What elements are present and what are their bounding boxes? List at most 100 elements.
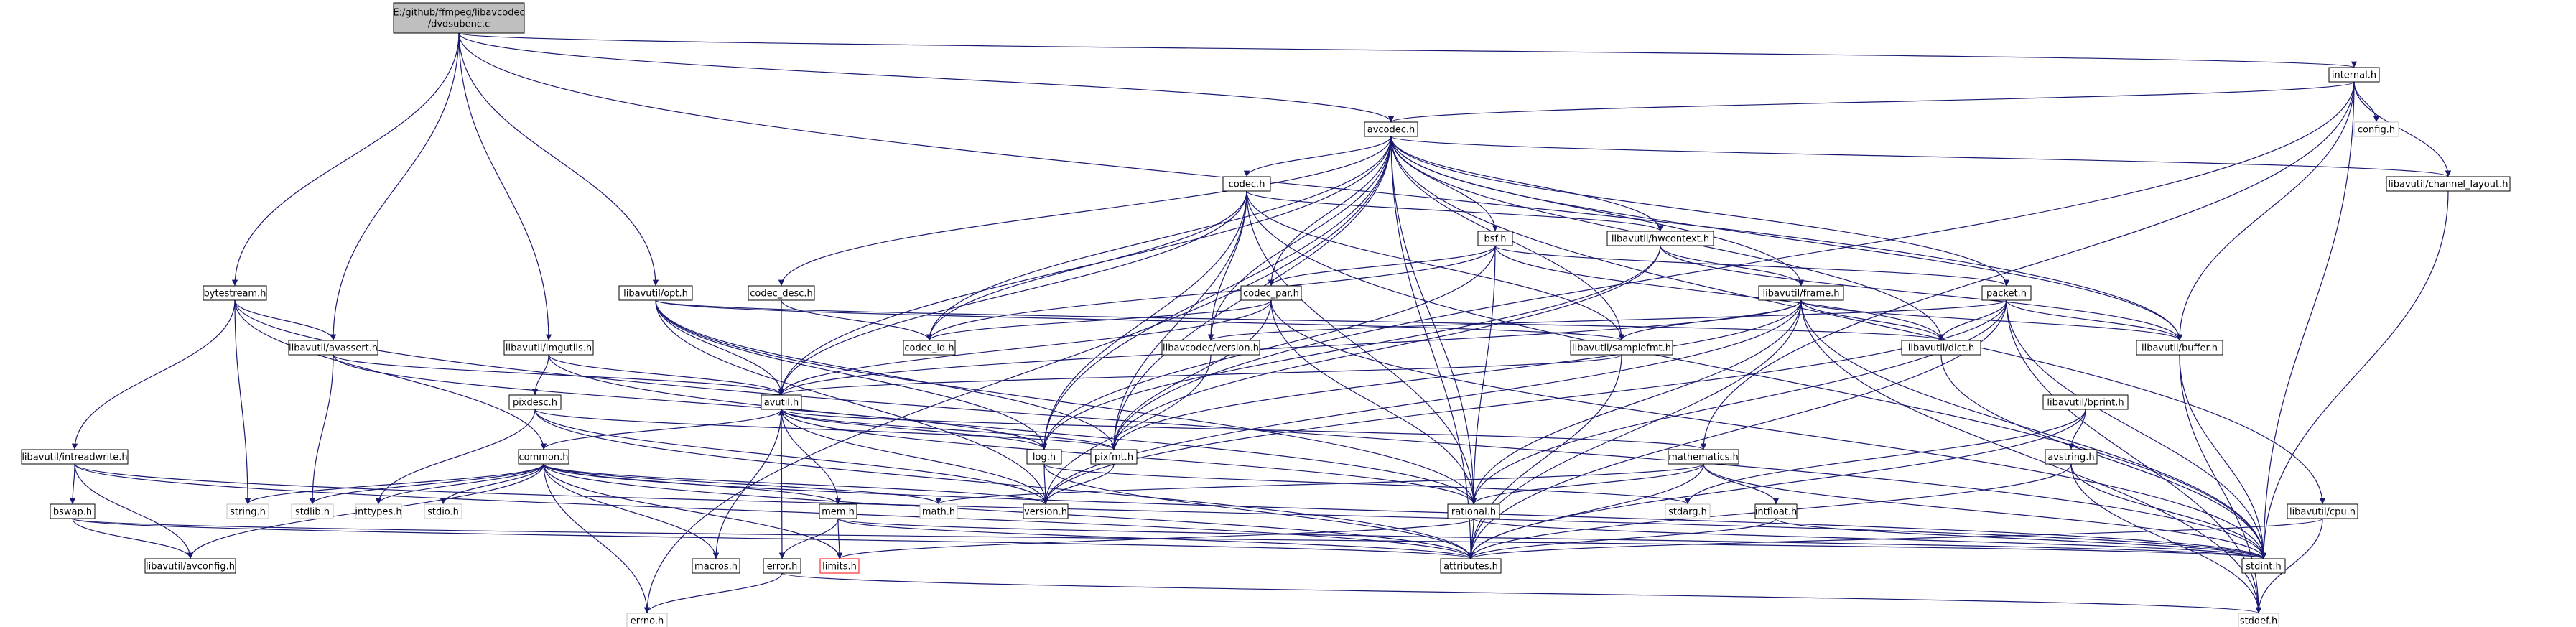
node-label: stdio.h (427, 507, 459, 518)
node-label: libavutil/buffer.h (2142, 343, 2218, 354)
node-box (748, 285, 815, 301)
edge-avcodec-to-lavc_version (1207, 136, 1392, 341)
edge-avstring-to-stdint (2070, 463, 2267, 559)
node-pixfmt[interactable]: pixfmt.h (1090, 449, 1138, 465)
node-box (508, 394, 562, 410)
node-box (1161, 340, 1260, 356)
node-bprint[interactable]: libavutil/bprint.h (2042, 394, 2129, 410)
edge-imgutils-to-rational (548, 354, 1477, 505)
edge-common-to-stdint (543, 463, 2266, 559)
node-box (1665, 503, 1711, 519)
node-label: libavutil/avconfig.h (146, 562, 235, 572)
node-mem[interactable]: mem.h (819, 503, 857, 519)
edge-cpu-to-attributes (1468, 518, 2323, 559)
node-dict[interactable]: libavutil/dict.h (1901, 340, 1981, 356)
node-avassert[interactable]: libavutil/avassert.h (288, 340, 378, 356)
node-label: codec_par.h (1243, 289, 1299, 299)
node-avconfig[interactable]: libavutil/avconfig.h (144, 558, 236, 574)
node-label: libavcodec/version.h (1163, 343, 1259, 354)
edge-codec-to-lavc_version (1207, 190, 1247, 341)
node-macros[interactable]: macros.h (692, 558, 740, 574)
edge-avcodec-to-codec (1243, 136, 1392, 177)
node-label: packet.h (1986, 289, 2027, 299)
node-packet[interactable]: packet.h (1981, 285, 2032, 301)
edge-internal-to-pixfmt (1110, 81, 2355, 450)
node-log[interactable]: log.h (1026, 449, 1062, 465)
node-config: config.h (2353, 121, 2399, 137)
node-opt[interactable]: libavutil/opt.h (618, 285, 693, 301)
node-label: libavutil/samplefmt.h (1572, 343, 1671, 354)
node-codec_par[interactable]: codec_par.h (1240, 285, 1302, 301)
node-version[interactable]: version.h (1023, 503, 1069, 519)
edge-hwcontext-to-log (1041, 245, 1661, 450)
node-box (819, 558, 860, 574)
edge-avcodec-to-codec_par (1268, 136, 1392, 287)
node-frame[interactable]: libavutil/frame.h (1758, 285, 1844, 301)
edge-pixdesc-to-pixfmt (534, 409, 1117, 450)
node-errno: errno.h (626, 613, 668, 627)
edge-avcodec-to-attributes (1390, 136, 1474, 559)
node-label: config.h (2358, 125, 2395, 136)
node-codec_desc[interactable]: codec_desc.h (748, 285, 815, 301)
node-box (21, 449, 129, 465)
edge-frame-to-pixfmt (1110, 299, 1802, 450)
edge-common-to-mem (543, 463, 842, 505)
node-rational[interactable]: rational.h (1447, 503, 1500, 519)
edge-bprint-to-avstring (2068, 409, 2086, 450)
node-bswap[interactable]: bswap.h (50, 503, 96, 519)
node-codec[interactable]: codec.h (1222, 176, 1271, 192)
node-avutil[interactable]: avutil.h (761, 394, 802, 410)
node-channel_layout[interactable]: libavutil/channel_layout.h (2386, 176, 2511, 192)
node-label: stdarg.h (1668, 507, 1707, 518)
node-internal[interactable]: internal.h (2328, 67, 2380, 83)
node-label: avutil.h (764, 398, 799, 409)
node-common[interactable]: common.h (518, 449, 569, 465)
edge-mem-to-avutil (778, 409, 839, 505)
node-imgutils[interactable]: libavutil/imgutils.h (503, 340, 594, 356)
nodes-layer: E:/github/ffmpeg/libavcodec/dvdsubenc.c i… (21, 2, 2511, 627)
node-stdint[interactable]: stdint.h (2241, 558, 2286, 574)
edge-samplefmt-to-attributes (1467, 354, 1622, 559)
node-mathematics[interactable]: mathematics.h (1668, 449, 1739, 465)
node-box (288, 340, 378, 356)
node-intreadwrite[interactable]: libavutil/intreadwrite.h (21, 449, 129, 465)
node-samplefmt[interactable]: libavutil/samplefmt.h (1570, 340, 1673, 356)
node-root[interactable]: E:/github/ffmpeg/libavcodec/dvdsubenc.c (393, 2, 525, 34)
node-box (763, 558, 801, 574)
node-box (1668, 449, 1739, 465)
node-intfloat[interactable]: intfloat.h (1754, 503, 1798, 519)
node-pixdesc[interactable]: pixdesc.h (508, 394, 562, 410)
edge-codec_par-to-rational (1270, 299, 1477, 505)
edge-root-to-avcodec (458, 32, 1395, 123)
edge-codec_par-to-stdint (1270, 299, 2267, 559)
node-hwcontext[interactable]: libavutil/hwcontext.h (1606, 231, 1714, 246)
node-buffer[interactable]: libavutil/buffer.h (2136, 340, 2223, 356)
edge-codec_desc-to-codec_id (781, 299, 933, 341)
edge-bsf-to-packet (1494, 245, 2009, 287)
node-lavc_version[interactable]: libavcodec/version.h (1161, 340, 1260, 356)
node-box (2287, 503, 2358, 519)
edge-error-to-stddef (781, 572, 2261, 614)
node-box (919, 503, 958, 519)
edge-common-to-attributes (543, 463, 1474, 559)
node-bytestream[interactable]: bytestream.h (203, 285, 267, 301)
node-label: codec.h (1229, 180, 1265, 190)
node-box (1023, 503, 1069, 519)
node-attributes[interactable]: attributes.h (1440, 558, 1502, 574)
edge-mathematics-to-math (936, 463, 1704, 505)
node-bsf[interactable]: bsf.h (1477, 231, 1513, 246)
edge-bsf-to-dict (1494, 245, 1945, 341)
edge-root-to-opt (458, 32, 659, 287)
node-box (518, 449, 569, 465)
node-box (1477, 231, 1513, 246)
edge-mathematics-to-stdint (1703, 463, 2267, 559)
node-box (1447, 503, 1500, 519)
node-codec_id[interactable]: codec_id.h (903, 340, 956, 356)
node-error[interactable]: error.h (763, 558, 801, 574)
node-avstring[interactable]: avstring.h (2045, 449, 2098, 465)
edge-opt-to-rational (655, 299, 1477, 505)
node-avcodec[interactable]: avcodec.h (1364, 121, 1418, 137)
node-cpu[interactable]: libavutil/cpu.h (2287, 503, 2358, 519)
node-label: bswap.h (53, 507, 92, 518)
edge-opt-to-samplefmt (655, 299, 1624, 341)
